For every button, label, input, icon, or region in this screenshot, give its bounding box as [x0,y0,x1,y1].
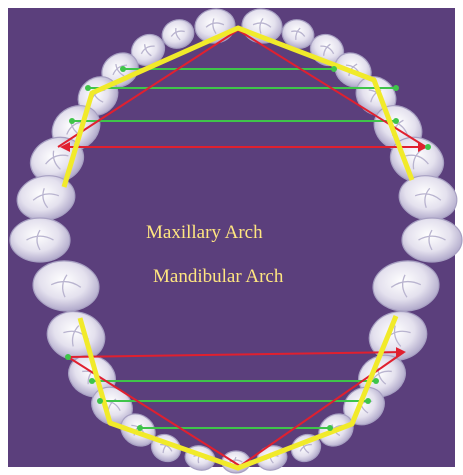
maxillary-point [393,118,399,124]
maxillary-point [393,85,399,91]
mandibular-point [97,398,103,404]
mandibular-arch-label: Mandibular Arch [153,266,284,287]
upper-molar-tooth [402,218,462,262]
mandibular-point [65,354,71,360]
upper-molar-tooth [10,218,70,262]
maxillary-point [120,66,126,72]
mandibular-point [365,398,371,404]
mandibular-point [373,378,379,384]
maxillary-point [425,144,431,150]
maxillary-arch-label: Maxillary Arch [146,222,263,243]
mandibular-point [327,425,333,431]
maxillary-point [85,85,91,91]
mandibular-point [89,378,95,384]
mandibular-point [137,425,143,431]
maxillary-point [331,66,337,72]
maxillary-point [69,118,75,124]
